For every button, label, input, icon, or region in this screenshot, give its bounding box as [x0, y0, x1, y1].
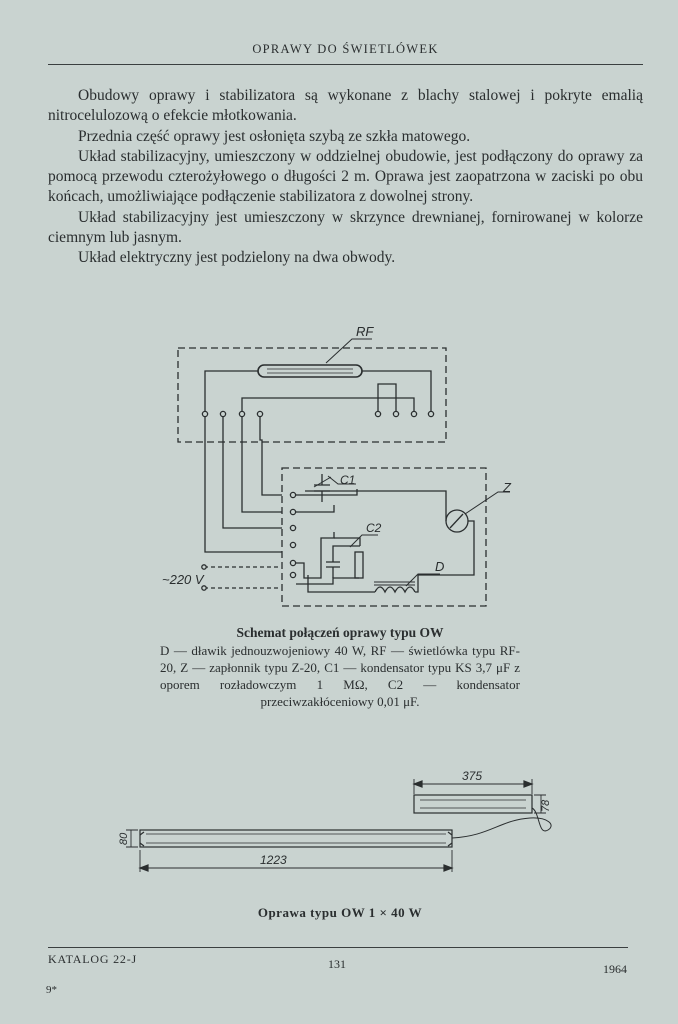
dim-length: 1223 [260, 853, 287, 867]
caption-title: Schemat połączeń oprawy typu OW [236, 625, 444, 640]
label-voltage: ~220 V [162, 572, 205, 587]
capacitor-c1 [314, 474, 330, 502]
header-rule [48, 64, 643, 65]
dim-stab-length: 375 [462, 769, 482, 783]
figure-caption-schematic: Schemat połączeń oprawy typu OW D — dław… [160, 624, 520, 710]
fluorescent-tube [257, 364, 363, 378]
year: 1964 [603, 962, 627, 976]
paragraph-3: Układ stabilizacyjny, umieszczony w oddz… [48, 147, 643, 206]
label-z: Z [502, 480, 512, 495]
dim-height: 80 [118, 832, 130, 845]
caption-legend: D — dławik jednouzwojeniowy 40 W, RF — ś… [160, 643, 520, 709]
label-d: D [435, 559, 444, 574]
paragraph-2: Przednia część oprawy jest osłonięta szy… [78, 127, 471, 145]
paragraph-5: Układ elektryczny jest podzielony na dwa… [78, 249, 396, 267]
label-rf: RF [356, 324, 374, 339]
figure-caption-dimensions: Oprawa typu OW 1 × 40 W [257, 905, 423, 920]
luminaire-box [177, 347, 447, 443]
resistor [354, 551, 364, 579]
stabilizer-outline [413, 794, 533, 814]
label-c1: C1 [340, 473, 355, 487]
paragraph-1: Obudowy oprawy i stabilizatora są wykona… [48, 87, 643, 125]
printer-signature: 9* [46, 984, 57, 996]
footer-rule [48, 947, 628, 948]
dim-stab-height: 78 [540, 799, 552, 812]
capacitor-c2 [326, 552, 340, 578]
label-c2: C2 [366, 521, 382, 535]
page-number: 131 [328, 957, 346, 971]
running-header: OPRAWY DO ŚWIETLÓWEK [252, 42, 439, 56]
paragraph-4: Układ stabilizacyjny jest umieszczony w … [48, 208, 643, 247]
wiring-schematic [177, 338, 510, 607]
choke-d [374, 586, 416, 594]
dimension-drawing [126, 779, 552, 872]
ballast-box [281, 467, 487, 607]
body-text: Obudowy oprawy i stabilizatora są wykona… [48, 86, 643, 269]
luminaire-outline [139, 829, 453, 848]
catalog-label: KATALOG 22-J [48, 952, 137, 966]
